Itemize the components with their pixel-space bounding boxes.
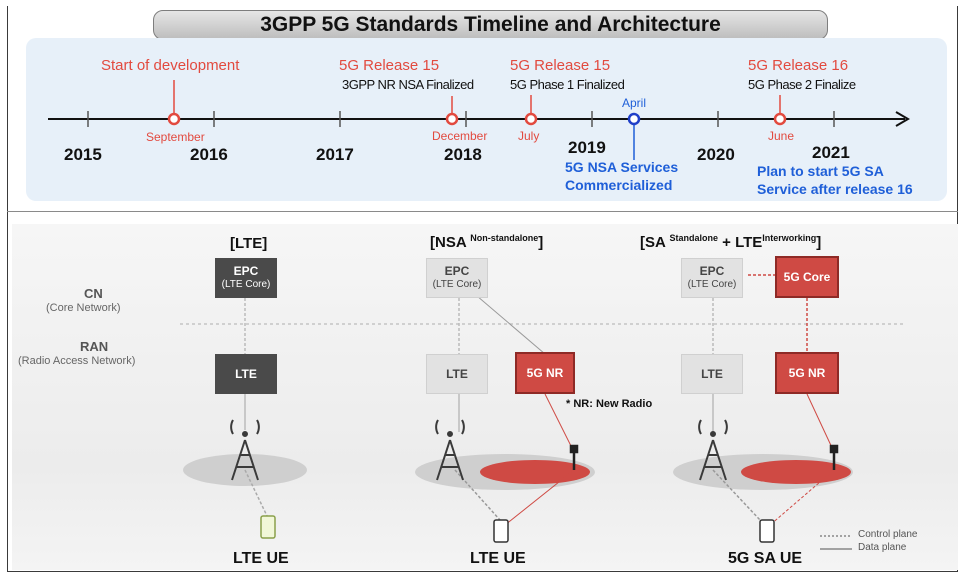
coverage-nsa-nr	[480, 460, 590, 484]
nsa-note-line2: Commercialized	[565, 177, 673, 193]
year-2021: 2021	[812, 143, 850, 162]
tower-sa	[698, 419, 728, 481]
lte-epc-label: EPC	[233, 264, 259, 278]
col-header-sa-sup2: Interworking	[762, 233, 817, 243]
tower-nsa	[435, 419, 465, 481]
phone-sa-ue	[759, 519, 775, 543]
col-header-nsa-main: [NSA	[430, 234, 467, 251]
marker-dec2017	[445, 112, 459, 126]
nsa-ant-ue-link	[504, 469, 575, 526]
month-december: December	[432, 129, 488, 143]
nsa-note-line1: 5G NSA Services	[565, 159, 679, 175]
phone-lte-ue	[260, 515, 276, 539]
lte-tower-ue-link	[244, 469, 269, 519]
col-header-lte: [LTE]	[230, 235, 268, 252]
nsa-epc-label: EPC	[444, 264, 470, 278]
ran-label: RAN	[80, 339, 109, 354]
col-header-sa-sup: Standalone	[669, 233, 718, 243]
col-header-sa-end: ]	[816, 234, 822, 251]
sa-ant-ue-link	[769, 469, 835, 526]
antenna-5g-nsa	[569, 444, 579, 470]
sa-lte-box: LTE	[681, 354, 743, 394]
nsa-epc-sub: (LTE Core)	[432, 279, 482, 290]
year-2017: 2017	[316, 145, 354, 164]
legend-control-label: Control plane	[858, 529, 918, 540]
figure-title: 3GPP 5G Standards Timeline and Architect…	[153, 10, 828, 40]
nsa-core-nr-link	[469, 289, 546, 355]
year-2019: 2019	[568, 138, 606, 157]
event-rel15a-detail: 3GPP NR NSA Finalized	[342, 77, 474, 92]
tower-lte	[230, 419, 260, 481]
ue-label-nsa: LTE UE	[470, 550, 526, 567]
month-june: June	[768, 129, 795, 143]
col-header-nsa: [NSA Non-standalone]	[430, 233, 543, 251]
cn-label: CN	[84, 286, 103, 301]
month-july: July	[518, 129, 540, 143]
sa-epc-box: EPC (LTE Core)	[681, 258, 743, 298]
marker-jul2018	[524, 112, 538, 126]
nr-footnote: * NR: New Radio	[566, 398, 653, 410]
sa-5gnr-box: 5G NR	[775, 352, 839, 394]
legend-data-label: Data plane	[858, 542, 907, 553]
year-2018: 2018	[444, 145, 482, 164]
nsa-lte-box: LTE	[426, 354, 488, 394]
month-april: April	[622, 96, 647, 110]
ue-label-sa: 5G SA UE	[728, 550, 803, 567]
month-september: September	[146, 130, 205, 144]
sa-tower-ue-link	[712, 469, 761, 521]
antenna-5g-sa	[829, 444, 839, 470]
ran-sub-label: (Radio Access Network)	[18, 355, 136, 367]
sa-5gcore-box: 5G Core	[775, 256, 839, 298]
year-2020: 2020	[697, 145, 735, 164]
year-2015: 2015	[64, 145, 102, 164]
marker-apr2019	[627, 112, 641, 126]
sa-nr-ant-link	[806, 393, 835, 453]
marker-jun2020	[773, 112, 787, 126]
timeline-arrowhead	[895, 111, 910, 127]
sa-epc-sub: (LTE Core)	[687, 279, 737, 290]
lte-epc-box: EPC (LTE Core)	[215, 258, 277, 298]
timeline-graphic	[48, 80, 910, 160]
event-rel15a-heading: 5G Release 15	[339, 57, 440, 74]
cn-sub-label: (Core Network)	[46, 302, 121, 314]
year-2016: 2016	[190, 145, 228, 164]
lte-epc-sub: (LTE Core)	[221, 279, 271, 290]
event-rel16-heading: 5G Release 16	[748, 57, 849, 74]
col-header-sa-tail: + LTE	[717, 234, 763, 251]
event-rel15b-detail: 5G Phase 1 Finalized	[510, 77, 625, 92]
sa-note-line2: Service after release 16	[757, 181, 913, 197]
col-header-nsa-sup: Non-standalone	[470, 233, 539, 243]
nsa-epc-box: EPC (LTE Core)	[426, 258, 488, 298]
col-header-sa: [SA Standalone + LTEInterworking]	[640, 233, 821, 251]
sa-note-line1: Plan to start 5G SA	[757, 163, 884, 179]
marker-sep2015	[167, 112, 181, 126]
phone-nsa-ue	[493, 519, 509, 543]
sa-epc-label: EPC	[699, 264, 725, 278]
event-rel16-detail: 5G Phase 2 Finalize	[748, 77, 856, 92]
coverage-sa-nr	[741, 460, 851, 484]
nsa-nr-ant-link	[544, 393, 575, 453]
event-start-heading: Start of development	[101, 57, 240, 74]
lte-ran-box: LTE	[215, 354, 277, 394]
event-rel15b-heading: 5G Release 15	[510, 57, 611, 74]
ue-label-lte: LTE UE	[233, 550, 289, 567]
section-divider	[7, 211, 958, 212]
col-header-nsa-tail: ]	[538, 234, 544, 251]
nsa-5gnr-box: 5G NR	[515, 352, 575, 394]
col-header-sa-main: [SA	[640, 234, 666, 251]
